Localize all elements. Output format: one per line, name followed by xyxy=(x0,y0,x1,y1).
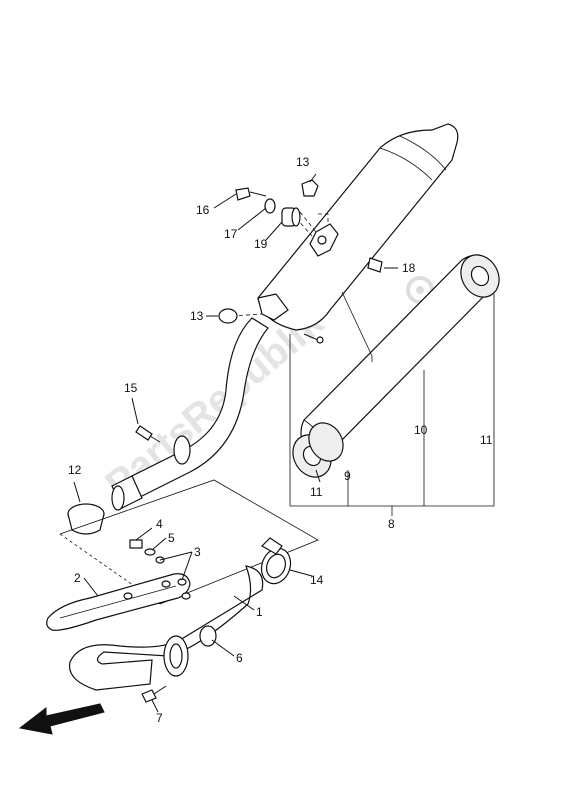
label-17: 17 xyxy=(224,227,238,241)
clamp-14 xyxy=(260,537,292,585)
label-19: 19 xyxy=(254,237,268,251)
label-16: 16 xyxy=(196,203,210,217)
label-14: 14 xyxy=(310,573,324,587)
muffler-assembly xyxy=(231,123,459,331)
bolt-18 xyxy=(367,257,383,273)
exhaust-pipe-1 xyxy=(68,565,264,691)
heat-guard-2 xyxy=(46,573,191,631)
bolt-7 xyxy=(141,685,167,703)
label-10: 10 xyxy=(414,423,428,437)
label-13-top: 13 xyxy=(296,155,310,169)
label-6: 6 xyxy=(236,651,243,665)
label-1: 1 xyxy=(256,605,263,619)
label-7: 7 xyxy=(156,711,163,725)
nut-13-lower xyxy=(218,308,238,324)
label-4: 4 xyxy=(156,517,163,531)
label-11-left: 11 xyxy=(310,485,323,499)
nut-13-top xyxy=(301,179,319,197)
label-5: 5 xyxy=(168,531,175,545)
front-direction-arrow-icon xyxy=(18,703,105,735)
label-11-right: 11 xyxy=(480,433,493,447)
muffler-body xyxy=(257,123,459,331)
muffler-kit-8 xyxy=(289,254,500,516)
part-labels: 13 16 17 19 18 13 15 12 9 10 11 11 8 4 5… xyxy=(68,155,493,725)
label-15: 15 xyxy=(124,381,138,395)
gasket-6 xyxy=(199,625,217,647)
label-8: 8 xyxy=(388,517,395,531)
label-12: 12 xyxy=(68,463,82,477)
bolt-15 xyxy=(135,425,161,443)
mid-pipe xyxy=(67,317,269,535)
label-2: 2 xyxy=(74,571,81,585)
bolt-16 xyxy=(235,187,251,201)
label-9: 9 xyxy=(344,469,351,483)
label-13-lower: 13 xyxy=(190,309,204,323)
leader-lines xyxy=(73,173,398,713)
small-hardware xyxy=(218,179,383,344)
label-3: 3 xyxy=(194,545,201,559)
washer-17 xyxy=(264,198,276,214)
label-18: 18 xyxy=(402,261,416,275)
